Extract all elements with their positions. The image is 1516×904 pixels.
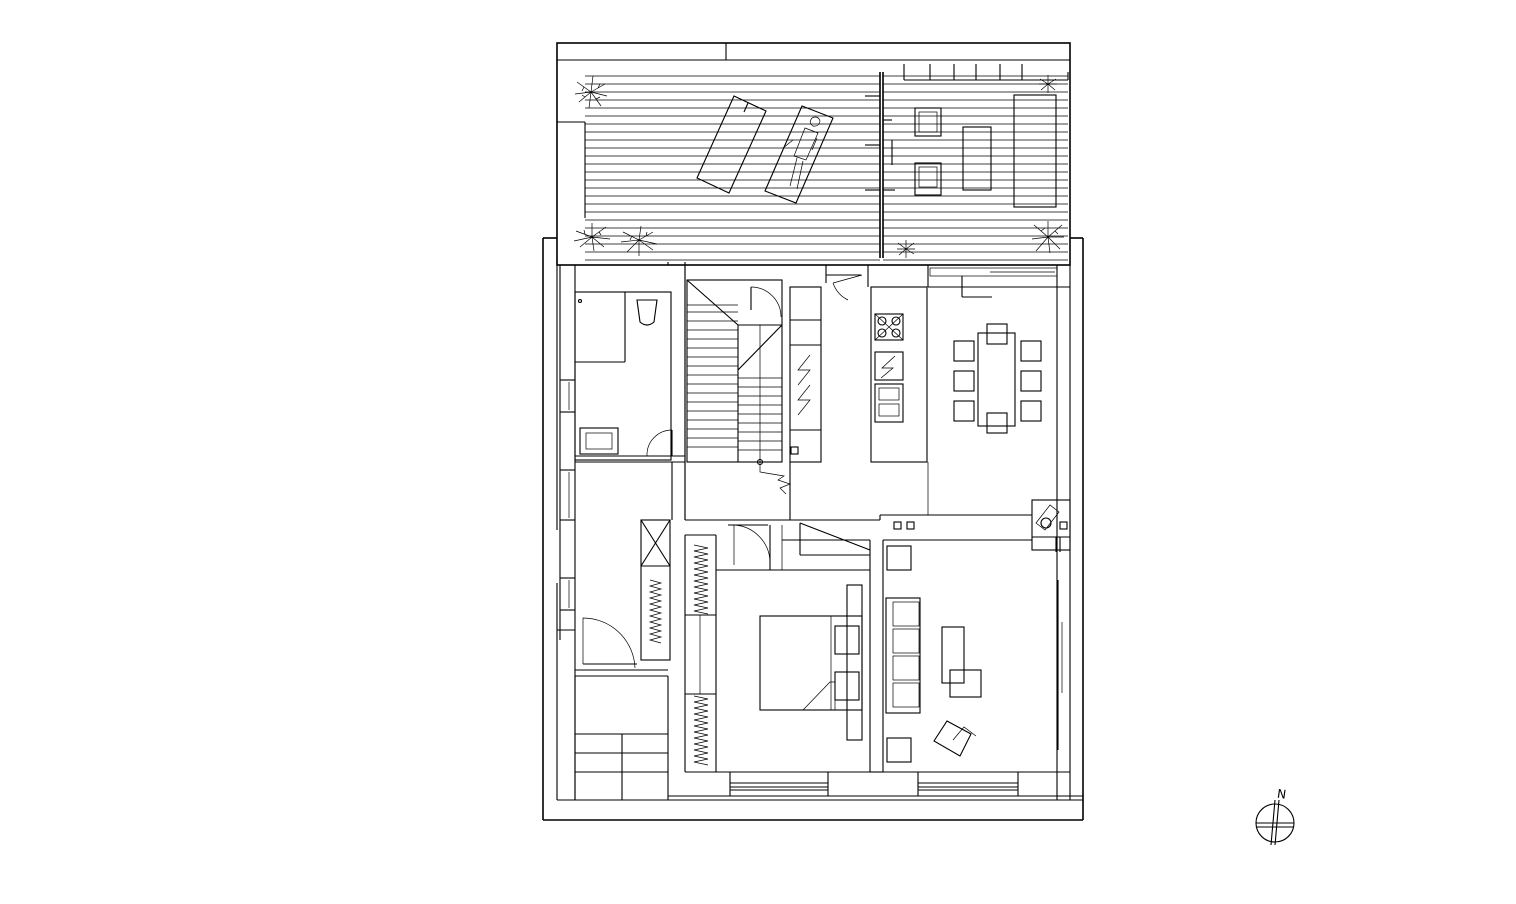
plant-icon bbox=[573, 223, 611, 252]
north-label: N bbox=[1276, 787, 1287, 802]
sun-lounger-with-person bbox=[764, 105, 834, 204]
window bbox=[729, 772, 829, 796]
staircase bbox=[686, 279, 792, 495]
window bbox=[917, 772, 1019, 796]
plant-icon bbox=[1039, 75, 1057, 93]
plant-icon bbox=[574, 75, 608, 109]
plant-icon bbox=[1031, 221, 1064, 254]
building-outline bbox=[542, 237, 1084, 821]
entry-hall bbox=[557, 262, 686, 800]
plant-icon bbox=[897, 240, 915, 258]
kitchen bbox=[684, 265, 929, 520]
central-corridor bbox=[685, 462, 1071, 552]
living-room bbox=[882, 539, 1070, 773]
plant-icon bbox=[620, 225, 658, 256]
north-arrow: N bbox=[1255, 787, 1295, 846]
deck-boards bbox=[585, 75, 1068, 261]
outdoor-dining-set bbox=[865, 64, 1069, 208]
dining-area bbox=[928, 267, 1070, 434]
bathroom bbox=[560, 291, 685, 463]
roof-terrace bbox=[556, 42, 1071, 266]
bedroom bbox=[684, 519, 871, 773]
sun-lounger bbox=[696, 95, 767, 194]
